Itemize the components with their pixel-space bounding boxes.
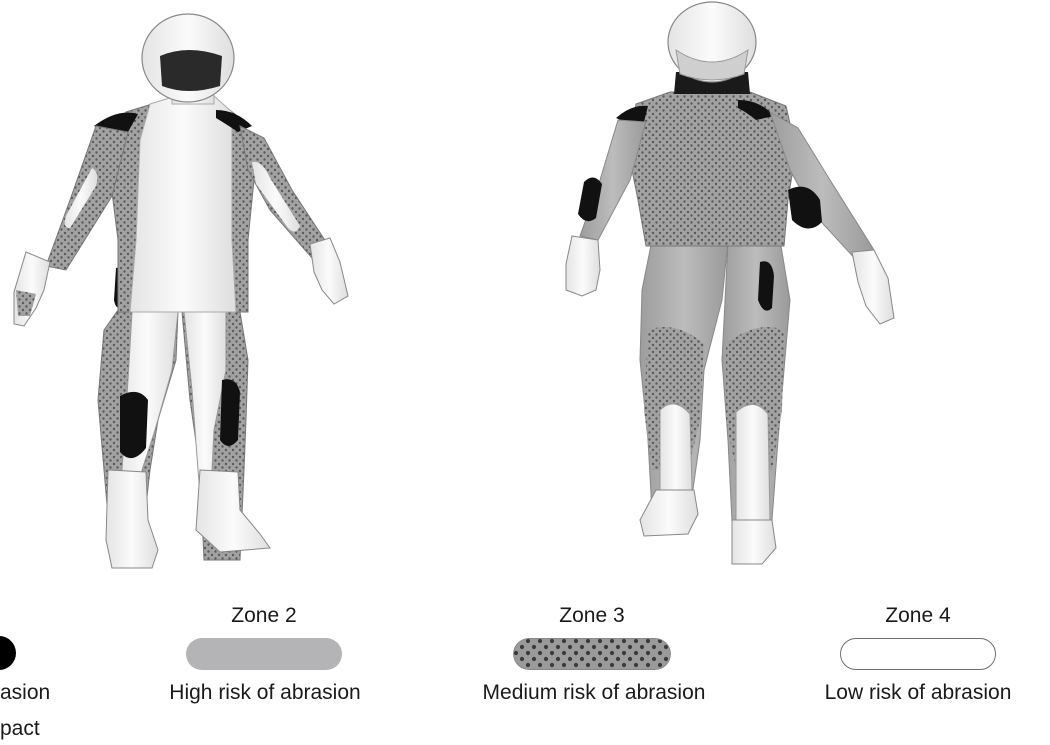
front-left-boot	[106, 470, 158, 568]
back-left-boot	[640, 490, 698, 536]
front-right-arm	[240, 126, 330, 258]
zone1-description-line2: pact	[0, 718, 40, 739]
front-right-glove	[310, 238, 348, 304]
front-right-boot	[196, 470, 270, 552]
back-right-boot	[732, 520, 776, 564]
zone4-label: Zone 4	[885, 605, 950, 626]
front-suit-figure	[14, 14, 348, 568]
zone2-swatch	[186, 638, 342, 670]
zone2-label: Zone 2	[231, 605, 296, 626]
front-torso-white	[130, 96, 236, 312]
zone1-description: asion	[0, 682, 50, 703]
zone3-label: Zone 3	[559, 605, 624, 626]
back-left-calf-white	[660, 404, 692, 492]
back-right-glove	[852, 250, 894, 324]
front-left-knee-pad	[120, 392, 148, 458]
back-right-calf-white	[736, 404, 770, 522]
back-suit-figure	[566, 2, 894, 564]
zone4-swatch	[840, 638, 996, 670]
back-right-hip-pad	[758, 261, 774, 310]
zone2-description: High risk of abrasion	[169, 682, 360, 703]
front-helmet-visor	[160, 50, 222, 91]
back-left-glove	[566, 236, 600, 296]
zone3-swatch	[513, 638, 671, 670]
zone3-description: Medium risk of abrasion	[483, 682, 706, 703]
front-right-knee-pad	[220, 379, 240, 446]
zone4-description: Low risk of abrasion	[825, 682, 1012, 703]
